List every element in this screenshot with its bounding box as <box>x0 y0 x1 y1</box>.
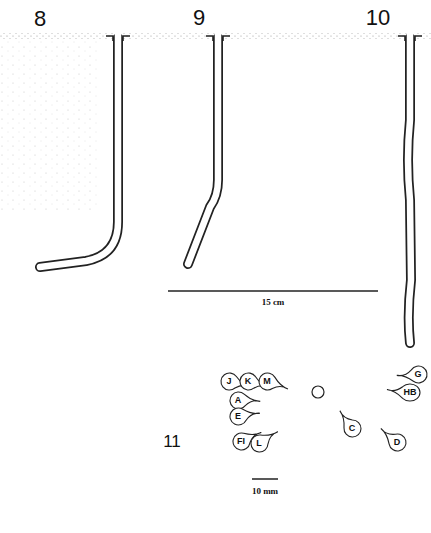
pore-marker: G <box>410 366 427 383</box>
pore-marker: FI <box>233 433 250 450</box>
marker-letter: E <box>235 412 241 421</box>
figure-number: 11 <box>163 433 181 450</box>
pore-marker: A <box>230 392 247 409</box>
marker-letter: D <box>394 438 401 447</box>
marker-letter: A <box>235 396 242 405</box>
scale-label: 10 mm <box>252 487 278 496</box>
teardrop-shape <box>396 366 426 383</box>
marker-letter: HB <box>404 388 417 397</box>
sediment-stipple <box>0 40 100 210</box>
burrow-tube <box>40 38 118 267</box>
teardrop-shape <box>387 384 420 401</box>
pore-marker: K <box>240 373 257 390</box>
burrow-lumen <box>40 20 118 267</box>
teardrop-shape <box>339 410 360 436</box>
pore-marker: L <box>251 435 268 452</box>
scale-label: 15 cm <box>262 298 285 307</box>
teardrop-shape <box>259 373 288 390</box>
center-circle <box>312 386 324 398</box>
scale-bar <box>252 478 278 480</box>
pore-marker: C <box>344 420 361 437</box>
marker-letter: L <box>256 439 262 448</box>
marker-letter: FI <box>237 437 245 446</box>
tube-lips <box>106 36 422 41</box>
burrow-lumen <box>408 20 411 343</box>
pore-marker: M <box>259 373 276 390</box>
marker-letter: G <box>414 370 421 379</box>
scale-bar <box>168 290 378 292</box>
pore-marker: J <box>221 373 238 390</box>
marker-letter: J <box>226 377 231 386</box>
teardrop-shape <box>251 431 278 451</box>
marker-letter: M <box>263 377 271 386</box>
figure-number: 8 <box>34 8 46 30</box>
figure-number: 10 <box>366 7 390 29</box>
pore-marker: D <box>389 434 406 451</box>
figure-number: 9 <box>193 7 205 29</box>
teardrop-shape <box>230 408 260 425</box>
marker-letter: C <box>349 424 356 433</box>
teardrop-shape <box>230 392 260 409</box>
burrow-lumen <box>188 20 218 264</box>
pore-marker: HB <box>400 384 420 401</box>
teardrop-shape <box>380 428 405 451</box>
pore-marker: E <box>230 408 247 425</box>
marker-letter: K <box>245 377 252 386</box>
